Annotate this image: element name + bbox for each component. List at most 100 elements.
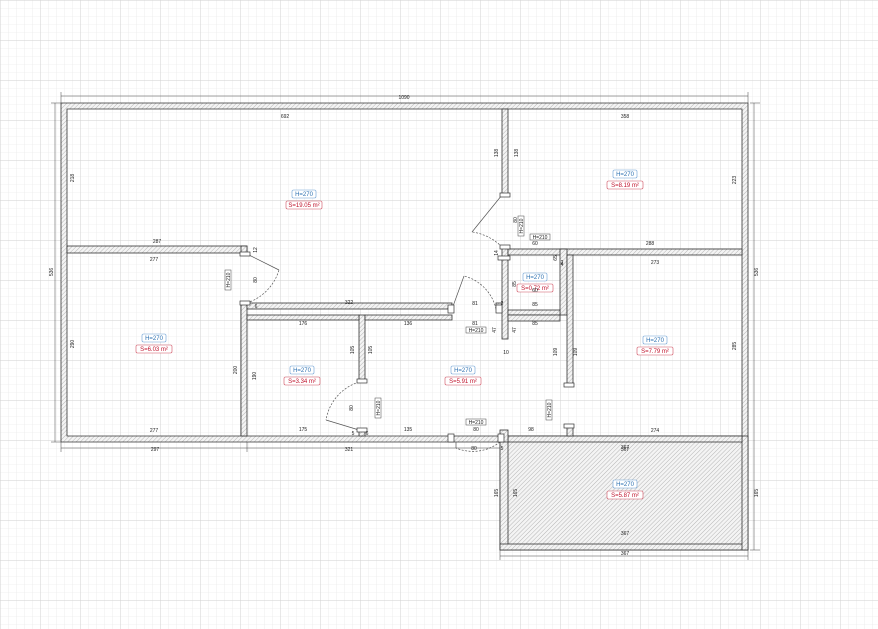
- wall-closet-bottom: [507, 309, 561, 316]
- dimension-label: 6: [366, 431, 369, 437]
- room-height-text: H=270: [646, 338, 665, 344]
- room-height-box: [291, 189, 317, 199]
- dimension-label: 290: [70, 340, 76, 349]
- room-height-text: H=270: [454, 368, 473, 374]
- dimension-label: 47: [512, 327, 518, 333]
- door-height-label: H=210: [224, 269, 232, 291]
- room-area-text: S=7.79 m²: [641, 349, 669, 355]
- wall-se-block-left: [499, 435, 509, 551]
- dimension-label: 12: [253, 247, 259, 253]
- dimension-label: 138: [494, 149, 500, 158]
- door-height-text: H=210: [469, 420, 484, 426]
- dimension-label: 175: [299, 427, 308, 433]
- room-height-box: [289, 365, 315, 375]
- dimension-label: 10: [503, 350, 509, 356]
- room-area-text: S=5.91 m²: [449, 379, 477, 385]
- dimension-label: 165: [513, 489, 519, 498]
- walls: [60, 102, 749, 551]
- room-height-text: H=270: [526, 275, 545, 281]
- dimension-label: 80: [471, 446, 477, 452]
- room-height-box: [612, 479, 638, 489]
- door-corridor: [447, 275, 503, 314]
- dimension-label: 81: [472, 301, 478, 307]
- dimension-label: 80: [349, 405, 355, 411]
- dimension-label: 367: [621, 445, 630, 451]
- room-area-box: [606, 490, 644, 500]
- door-living-ne: [471, 192, 511, 250]
- dimension-label: 65: [553, 255, 559, 261]
- door-height-label: H=210: [545, 399, 553, 421]
- room-height-text: H=270: [293, 368, 312, 374]
- door-height-label: H=210: [465, 326, 487, 334]
- wall-e-left: [566, 254, 574, 386]
- room-area-box: [606, 180, 644, 190]
- wall-center-vertical-mid: [501, 246, 509, 340]
- room-area-text: S=19.05 m²: [288, 203, 319, 209]
- room-area-box: [636, 346, 674, 356]
- dimension-label: 218: [70, 174, 76, 183]
- room-height-text: H=270: [616, 172, 635, 178]
- dimension-label: 14: [494, 250, 500, 256]
- dimension-label: 223: [732, 176, 738, 185]
- dimension-label: 287: [153, 239, 162, 245]
- dimension-label: 358: [621, 114, 630, 120]
- dimension-label: 109: [573, 348, 579, 357]
- wall-bath-top: [246, 314, 360, 321]
- room-area-box: [444, 376, 482, 386]
- room-height-box: [450, 365, 476, 375]
- wall-hall-top: [364, 314, 453, 321]
- dimension-label: 135: [404, 427, 413, 433]
- dimension-label: 321: [345, 447, 354, 453]
- dimension-label: 80: [473, 427, 479, 433]
- doors: [239, 192, 575, 452]
- dimension-label: 109: [553, 348, 559, 357]
- dimension-label: 536: [49, 268, 55, 277]
- dimension-label: 190: [252, 372, 258, 381]
- door-se: [447, 433, 505, 452]
- dimension-label: 60: [532, 288, 538, 294]
- dimension-label: 85: [512, 281, 518, 287]
- dimension-label: 277: [150, 257, 159, 263]
- room-height-box: [522, 272, 548, 282]
- door-height-text: H=210: [533, 235, 548, 241]
- wall-ne-bottom: [507, 248, 743, 256]
- dimension-label: 165: [754, 489, 760, 498]
- door-height-text: H=210: [519, 218, 525, 233]
- dimension-label: 136: [404, 321, 413, 327]
- wall-bath-right: [358, 314, 366, 383]
- dimension-label: 5: [352, 431, 355, 437]
- door-bath: [325, 378, 368, 433]
- room-area-box: [516, 283, 554, 293]
- room-area-box: [135, 344, 173, 354]
- door-height-text: H=210: [469, 328, 484, 334]
- dimension-label: 105: [350, 346, 356, 355]
- room-height-box: [141, 333, 167, 343]
- door-height-text: H=210: [376, 400, 382, 415]
- dimension-label: 47: [492, 327, 498, 333]
- dimension-label: 60: [532, 241, 538, 247]
- dimension-label: 105: [368, 346, 374, 355]
- room-area-text: S=5.87 m²: [611, 493, 639, 499]
- dimension-label: 2: [501, 301, 504, 307]
- room-height-text: H=270: [145, 336, 164, 342]
- dimension-label: 297: [151, 447, 160, 453]
- room-area-box: [285, 200, 323, 210]
- dimension-label: 4: [561, 262, 564, 268]
- dimension-label: 274: [651, 428, 660, 434]
- wall-hall-right-top: [507, 314, 561, 322]
- dimension-label: 6: [255, 304, 258, 310]
- room-height-text: H=270: [616, 482, 635, 488]
- door-height-label: H=210: [517, 215, 525, 237]
- dimension-label: 367: [621, 447, 630, 453]
